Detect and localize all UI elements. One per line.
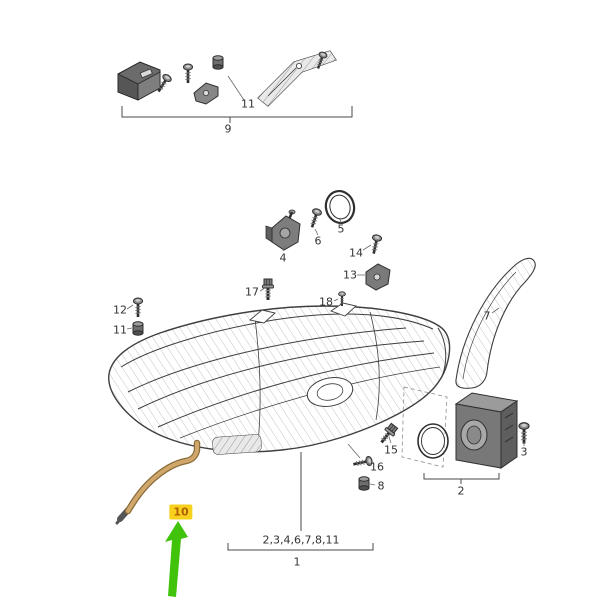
o-ring-5-drawing (324, 190, 356, 224)
part-label-1[interactable]: 1 (293, 555, 301, 569)
bracket-plate-drawing (257, 50, 337, 107)
part-label-5[interactable]: 5 (337, 222, 345, 236)
cap-part-icon (358, 476, 370, 491)
leveling-motor-drawing (265, 209, 301, 251)
gasket-strip-drawing (455, 257, 536, 389)
part-label-3[interactable]: 3 (520, 445, 528, 459)
screw-icon (367, 232, 384, 256)
screw-icon (182, 62, 194, 85)
part-label-15[interactable]: 15 (384, 443, 398, 457)
bracket-13-drawing (365, 263, 391, 291)
part-label-8[interactable]: 8 (377, 479, 385, 493)
top-parts-group (117, 49, 353, 123)
led-module-drawing (454, 392, 519, 469)
bolt-icon (375, 420, 401, 448)
cap-part-icon (212, 55, 224, 70)
cap-part-icon (132, 321, 144, 336)
part-label-6[interactable]: 6 (314, 234, 322, 248)
part-label-10-highlighted[interactable]: 10 (169, 504, 193, 520)
small-bracket-drawing (193, 82, 219, 105)
clip-bracket-drawing (117, 61, 161, 101)
part-label-12[interactable]: 12 (113, 303, 127, 317)
part-label-7[interactable]: 7 (483, 309, 491, 323)
tube-drawing (115, 439, 201, 525)
screw-icon (306, 206, 324, 230)
group-bracket-1 (227, 543, 374, 551)
group-bracket-9 (121, 106, 353, 118)
part-label-14[interactable]: 14 (349, 246, 363, 260)
part-label-16[interactable]: 16 (370, 460, 384, 474)
green-arrow-icon (165, 521, 188, 597)
part-label-17[interactable]: 17 (245, 285, 259, 299)
leader-lines (126, 75, 525, 486)
part-label-18[interactable]: 18 (319, 295, 333, 309)
headlight-drawing (108, 302, 451, 468)
group-contents-label: 2,3,4,6,7,8,11 (262, 533, 340, 547)
part-label-11-top[interactable]: 11 (241, 97, 255, 111)
o-ring-2-drawing (417, 423, 449, 459)
screw-icon (517, 421, 531, 446)
part-label-11-left[interactable]: 11 (113, 323, 127, 337)
part-label-13[interactable]: 13 (343, 268, 357, 282)
group-bracket-2 (423, 473, 500, 480)
part-label-9[interactable]: 9 (224, 122, 232, 136)
part-label-2[interactable]: 2 (457, 484, 465, 498)
bolt-icon (261, 277, 275, 302)
screw-icon (132, 296, 144, 319)
part-label-4[interactable]: 4 (279, 251, 287, 265)
